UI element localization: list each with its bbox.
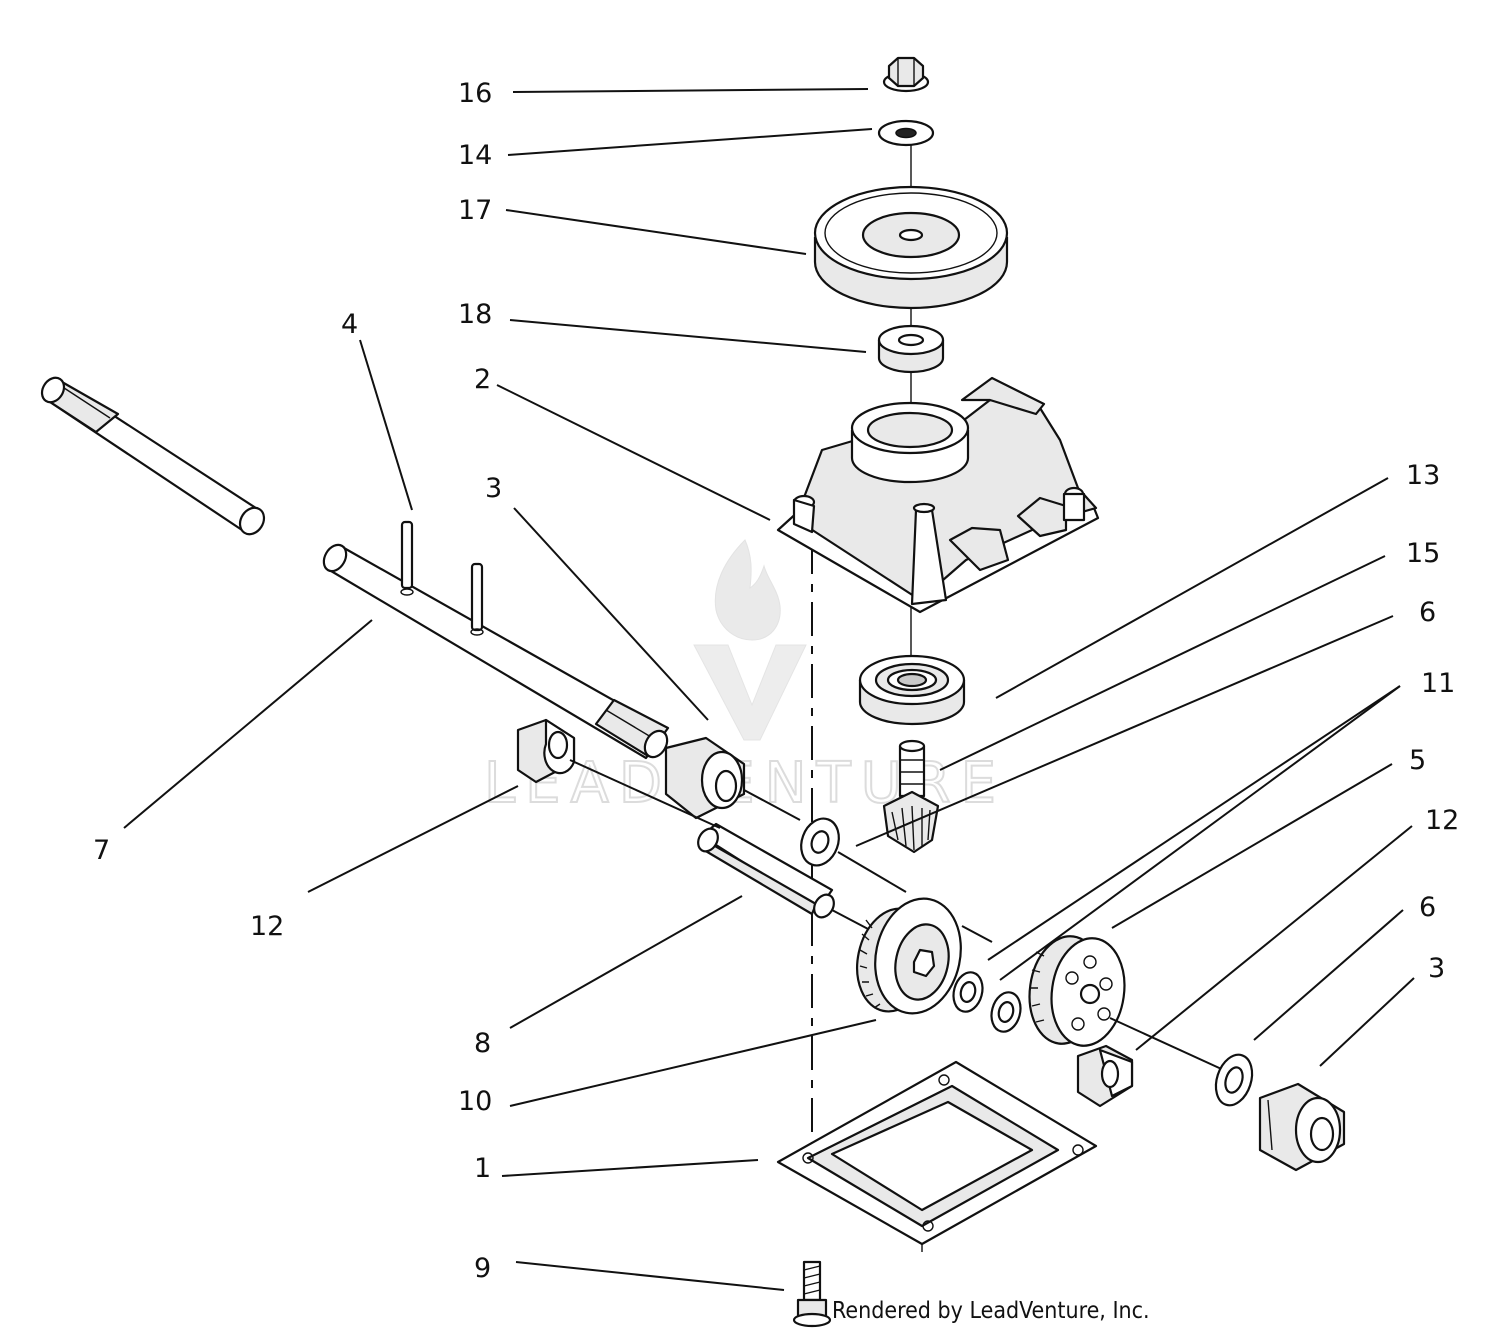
callout-3-upper: 3 xyxy=(485,473,502,504)
part-16-flange-nut xyxy=(882,56,930,93)
callout-9: 9 xyxy=(474,1253,491,1284)
callout-11: 11 xyxy=(1421,668,1455,699)
part-7-drive-shaft xyxy=(40,376,266,536)
callout-17: 17 xyxy=(458,195,492,226)
part-spur-gear xyxy=(1028,935,1126,1047)
part-3-bushing-lower xyxy=(1258,1082,1346,1172)
shaft-line-3 xyxy=(837,851,907,893)
callout-13: 13 xyxy=(1406,460,1440,491)
part-10-gear xyxy=(856,897,962,1015)
part-6-washer-lower xyxy=(1214,1053,1254,1107)
part-9-screw xyxy=(792,1260,832,1328)
shaft-line-5 xyxy=(1109,1017,1229,1073)
part-11-washer xyxy=(952,971,984,1013)
part-14-washer xyxy=(877,119,935,147)
callout-2: 2 xyxy=(474,364,491,395)
leader-lines xyxy=(123,88,1415,1291)
callout-3-lower: 3 xyxy=(1428,953,1445,984)
callout-5: 5 xyxy=(1409,745,1426,776)
part-6-washer-upper xyxy=(800,817,840,867)
part-17-pulley xyxy=(813,185,1009,310)
watermark-logo xyxy=(693,539,807,741)
part-13-bearing xyxy=(858,654,966,726)
callout-14: 14 xyxy=(458,140,492,171)
part-1-cover-plate xyxy=(776,1060,1098,1252)
callout-16: 16 xyxy=(458,78,492,109)
part-axle-shaft xyxy=(322,543,670,760)
callout-12-right: 12 xyxy=(1425,805,1459,836)
callout-4: 4 xyxy=(341,309,358,340)
shaft-line-4 xyxy=(961,925,993,943)
callout-15: 15 xyxy=(1406,538,1440,569)
part-8-hex-shaft xyxy=(697,822,871,931)
callout-6-lower: 6 xyxy=(1419,892,1436,923)
shaft-line-1 xyxy=(569,759,721,829)
callout-8: 8 xyxy=(474,1028,491,1059)
part-5-washer xyxy=(990,991,1022,1033)
part-4-pins xyxy=(400,520,484,636)
part-2-gearbox-housing xyxy=(776,376,1100,614)
part-12-bushing-left xyxy=(516,718,576,784)
shaft-line-2 xyxy=(743,789,801,821)
callout-7: 7 xyxy=(93,835,110,866)
part-12-bushing-right xyxy=(1076,1044,1134,1108)
callout-18: 18 xyxy=(458,299,492,330)
callout-12-left: 12 xyxy=(250,911,284,942)
callout-1: 1 xyxy=(474,1153,491,1184)
callout-6-upper: 6 xyxy=(1419,597,1436,628)
callout-10: 10 xyxy=(458,1086,492,1117)
credit-text: Rendered by LeadVenture, Inc. xyxy=(832,1298,1150,1324)
part-18-spacer xyxy=(877,324,945,374)
part-3-bushing-upper xyxy=(664,736,746,820)
